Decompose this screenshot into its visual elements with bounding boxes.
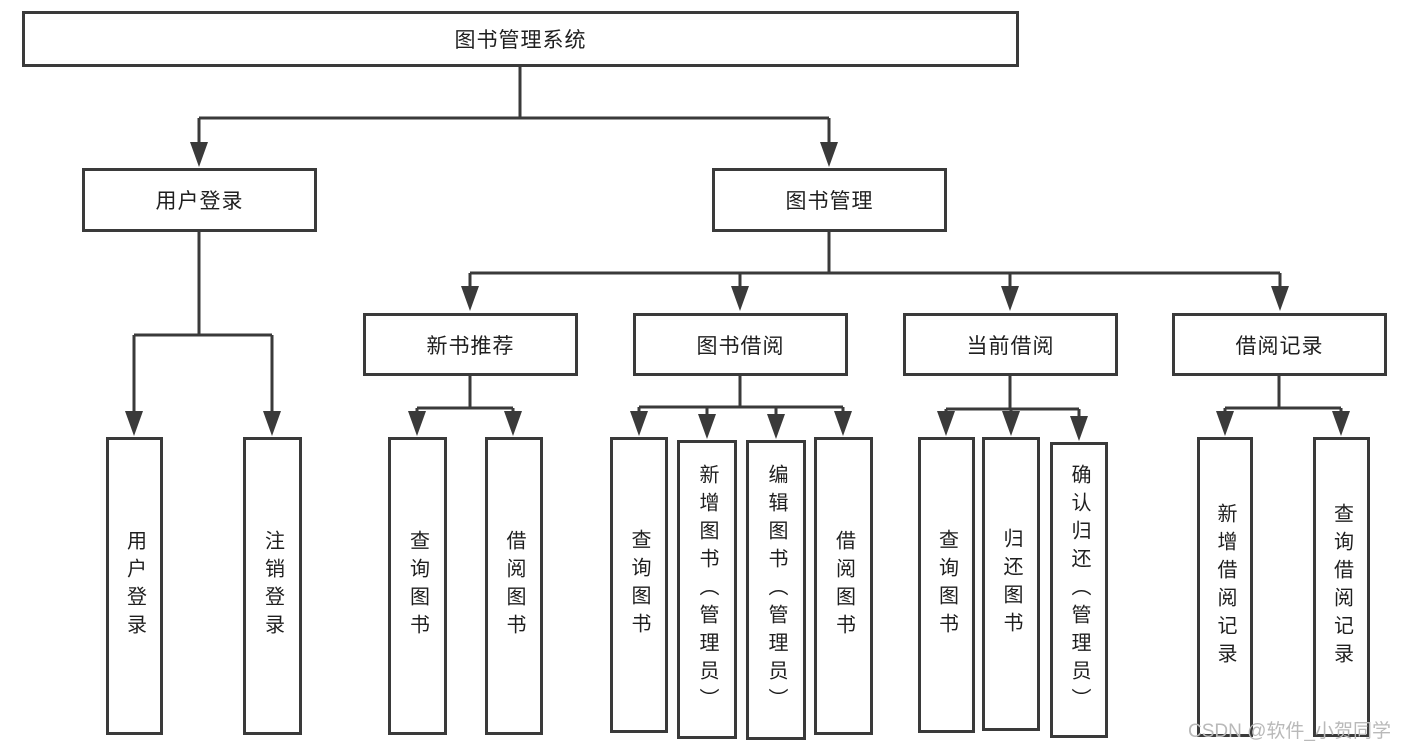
node-borrowing-records: 借阅记录 xyxy=(1172,313,1387,376)
node-book-borrowing: 图书借阅 xyxy=(633,313,848,376)
node-current-borrowing: 当前借阅 xyxy=(903,313,1118,376)
node-add-borrow-record: 新增借阅记录 xyxy=(1197,437,1253,737)
csdn-watermark: CSDN @软件_小贺同学 xyxy=(1188,721,1391,742)
node-borrow-books-borrowing: 借阅图书 xyxy=(814,437,873,735)
node-query-books-borrowing: 查询图书 xyxy=(610,437,668,733)
node-add-book-admin: 新增图书（管理员） xyxy=(677,440,737,739)
node-return-book: 归还图书 xyxy=(982,437,1040,731)
node-new-book-recommendation: 新书推荐 xyxy=(363,313,578,376)
node-user-login-action: 用户登录 xyxy=(106,437,163,735)
node-user-login: 用户登录 xyxy=(82,168,317,232)
node-query-books-current: 查询图书 xyxy=(918,437,975,733)
node-edit-book-admin: 编辑图书（管理员） xyxy=(746,440,806,740)
node-logout-action: 注销登录 xyxy=(243,437,302,735)
node-book-management: 图书管理 xyxy=(712,168,947,232)
node-confirm-return-admin: 确认归还（管理员） xyxy=(1050,442,1108,738)
node-query-books-recommend: 查询图书 xyxy=(388,437,447,735)
node-query-borrow-record: 查询借阅记录 xyxy=(1313,437,1370,737)
node-library-system: 图书管理系统 xyxy=(22,11,1019,67)
node-borrow-books-recommend: 借阅图书 xyxy=(485,437,543,735)
